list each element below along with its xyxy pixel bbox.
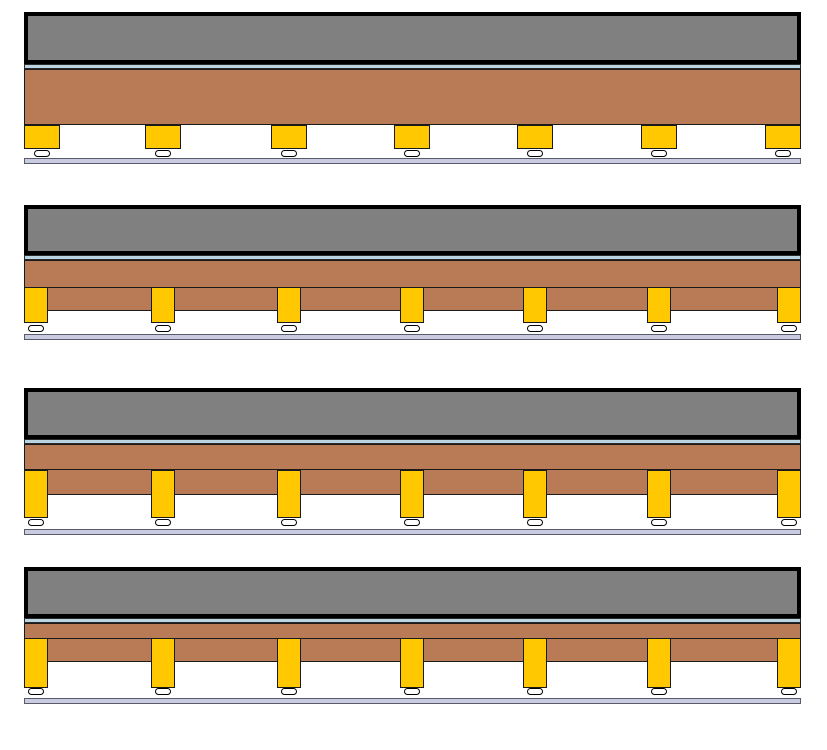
support-rib xyxy=(271,125,307,149)
bearing-pad xyxy=(404,150,420,157)
support-rib xyxy=(145,125,181,149)
base-rail xyxy=(24,158,801,164)
bearing-pad xyxy=(28,325,44,332)
bearing-pad xyxy=(781,325,797,332)
support-rib xyxy=(777,287,801,323)
bearing-pad xyxy=(527,519,543,526)
bearing-pad xyxy=(28,688,44,695)
support-rib xyxy=(24,287,48,323)
bearing-pad xyxy=(651,150,667,157)
section-panel-2 xyxy=(0,0,827,345)
bearing-pad xyxy=(527,688,543,695)
support-rib xyxy=(394,125,430,149)
liner-strip xyxy=(24,439,801,444)
support-rib xyxy=(24,125,60,149)
support-rib xyxy=(641,125,677,149)
bearing-pad xyxy=(527,150,543,157)
bearing-pad xyxy=(775,150,791,157)
bearing-pad xyxy=(404,519,420,526)
slab xyxy=(24,12,801,64)
support-rib xyxy=(24,638,48,688)
support-rib xyxy=(151,470,175,518)
support-rib xyxy=(151,638,175,688)
liner-strip xyxy=(24,618,801,623)
bearing-pad xyxy=(404,688,420,695)
support-rib xyxy=(24,470,48,518)
bearing-pad xyxy=(155,688,171,695)
bearing-pad xyxy=(155,150,171,157)
beam xyxy=(24,69,801,125)
support-rib xyxy=(400,638,424,688)
base-rail xyxy=(24,698,801,704)
bearing-pad xyxy=(155,519,171,526)
bearing-pad xyxy=(527,325,543,332)
support-rib xyxy=(277,638,301,688)
bearing-pad xyxy=(651,325,667,332)
support-rib xyxy=(647,638,671,688)
base-rail xyxy=(24,334,801,340)
section-panel-4 xyxy=(24,567,801,704)
beam xyxy=(24,444,801,470)
beam xyxy=(24,623,801,639)
support-rib xyxy=(400,287,424,323)
support-rib xyxy=(277,287,301,323)
support-rib xyxy=(523,287,547,323)
bearing-pad xyxy=(651,519,667,526)
support-rib xyxy=(151,287,175,323)
bearing-pad xyxy=(155,325,171,332)
bearing-pad xyxy=(281,519,297,526)
bearing-pad xyxy=(781,688,797,695)
bearing-pad xyxy=(281,688,297,695)
bearing-pad xyxy=(404,325,420,332)
support-rib xyxy=(777,638,801,688)
support-rib xyxy=(523,470,547,518)
support-rib xyxy=(523,638,547,688)
support-rib xyxy=(277,470,301,518)
liner-strip xyxy=(24,64,801,69)
bearing-pad xyxy=(281,325,297,332)
slab xyxy=(24,567,801,618)
section-panel-3 xyxy=(24,388,801,535)
bearing-pad xyxy=(781,519,797,526)
support-rib xyxy=(517,125,553,149)
section-panel-1 xyxy=(0,0,827,170)
bearing-pad xyxy=(34,150,50,157)
support-rib xyxy=(647,470,671,518)
support-rib xyxy=(647,287,671,323)
base-rail xyxy=(24,529,801,535)
slab xyxy=(24,205,801,255)
bearing-pad xyxy=(281,150,297,157)
slab xyxy=(24,388,801,439)
bearing-pad xyxy=(651,688,667,695)
support-rib xyxy=(400,470,424,518)
liner-strip xyxy=(24,255,801,260)
support-rib xyxy=(765,125,801,149)
bearing-pad xyxy=(28,519,44,526)
support-rib xyxy=(777,470,801,518)
